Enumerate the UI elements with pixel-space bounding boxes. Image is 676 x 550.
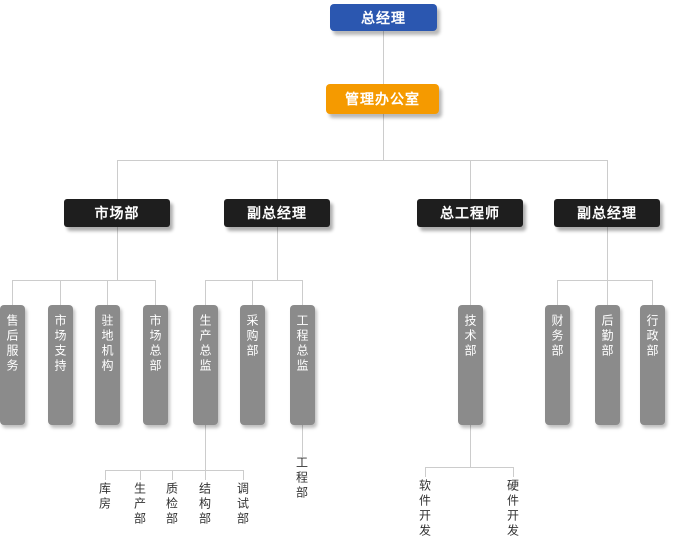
connector-line bbox=[12, 280, 13, 305]
connector-line bbox=[205, 470, 206, 480]
connector-line bbox=[105, 470, 106, 480]
connector-line bbox=[243, 470, 244, 480]
connector-line bbox=[557, 280, 558, 305]
connector-line bbox=[107, 280, 108, 305]
connector-line bbox=[425, 467, 426, 477]
connector-line bbox=[607, 280, 608, 305]
org-node-technology-dept: 技术部 bbox=[458, 305, 483, 425]
org-node-management-office: 管理办公室 bbox=[326, 84, 439, 114]
org-node-marketing-dept: 市场部 bbox=[64, 199, 170, 227]
connector-line bbox=[383, 31, 384, 84]
connector-line bbox=[60, 280, 61, 305]
org-node-software-dev: 软件开发 bbox=[417, 479, 432, 539]
org-node-production-director: 生产总监 bbox=[193, 305, 218, 425]
org-node-quality-dept: 质检部 bbox=[164, 482, 179, 527]
org-node-admin-dept: 行政部 bbox=[640, 305, 665, 425]
org-node-deputy-gm-2: 副总经理 bbox=[554, 199, 660, 227]
connector-line bbox=[513, 467, 514, 477]
org-node-warehouse: 库房 bbox=[97, 482, 112, 512]
connector-line bbox=[117, 227, 118, 280]
connector-line bbox=[470, 227, 471, 305]
connector-line bbox=[117, 160, 118, 199]
connector-line bbox=[205, 280, 303, 281]
connector-line bbox=[12, 280, 156, 281]
connector-line bbox=[302, 280, 303, 305]
org-node-chief-engineer: 总工程师 bbox=[417, 199, 523, 227]
org-node-market-support: 市场支持 bbox=[48, 305, 73, 425]
org-node-general-manager: 总经理 bbox=[330, 4, 437, 31]
connector-line bbox=[205, 280, 206, 305]
connector-line bbox=[425, 467, 514, 468]
org-node-engineering-dept: 工程部 bbox=[294, 456, 309, 501]
org-node-logistics-dept: 后勤部 bbox=[595, 305, 620, 425]
org-node-engineering-director: 工程总监 bbox=[290, 305, 315, 425]
org-node-purchasing-dept: 采购部 bbox=[240, 305, 265, 425]
connector-line bbox=[252, 280, 253, 305]
org-node-hardware-dev: 硬件开发 bbox=[505, 479, 520, 539]
connector-line bbox=[302, 425, 303, 457]
connector-line bbox=[277, 227, 278, 280]
connector-line bbox=[470, 160, 471, 199]
org-node-deputy-gm-1: 副总经理 bbox=[224, 199, 330, 227]
connector-line bbox=[607, 227, 608, 280]
org-node-finance-dept: 财务部 bbox=[545, 305, 570, 425]
connector-line bbox=[557, 280, 653, 281]
org-node-structure-dept: 结构部 bbox=[197, 482, 212, 527]
connector-line bbox=[277, 160, 278, 199]
connector-line bbox=[205, 425, 206, 470]
connector-line bbox=[383, 114, 384, 160]
connector-line bbox=[652, 280, 653, 305]
org-node-marketing-hq: 市场总部 bbox=[143, 305, 168, 425]
connector-line bbox=[105, 470, 244, 471]
connector-line bbox=[155, 280, 156, 305]
org-node-debugging-dept: 调试部 bbox=[235, 482, 250, 527]
connector-line bbox=[607, 160, 608, 199]
connector-line bbox=[140, 470, 141, 480]
connector-line bbox=[172, 470, 173, 480]
org-node-production-dept: 生产部 bbox=[132, 482, 147, 527]
org-node-after-sales-service: 售后服务 bbox=[0, 305, 25, 425]
connector-line bbox=[117, 160, 608, 161]
org-node-resident-offices: 驻地机构 bbox=[95, 305, 120, 425]
connector-line bbox=[470, 425, 471, 467]
